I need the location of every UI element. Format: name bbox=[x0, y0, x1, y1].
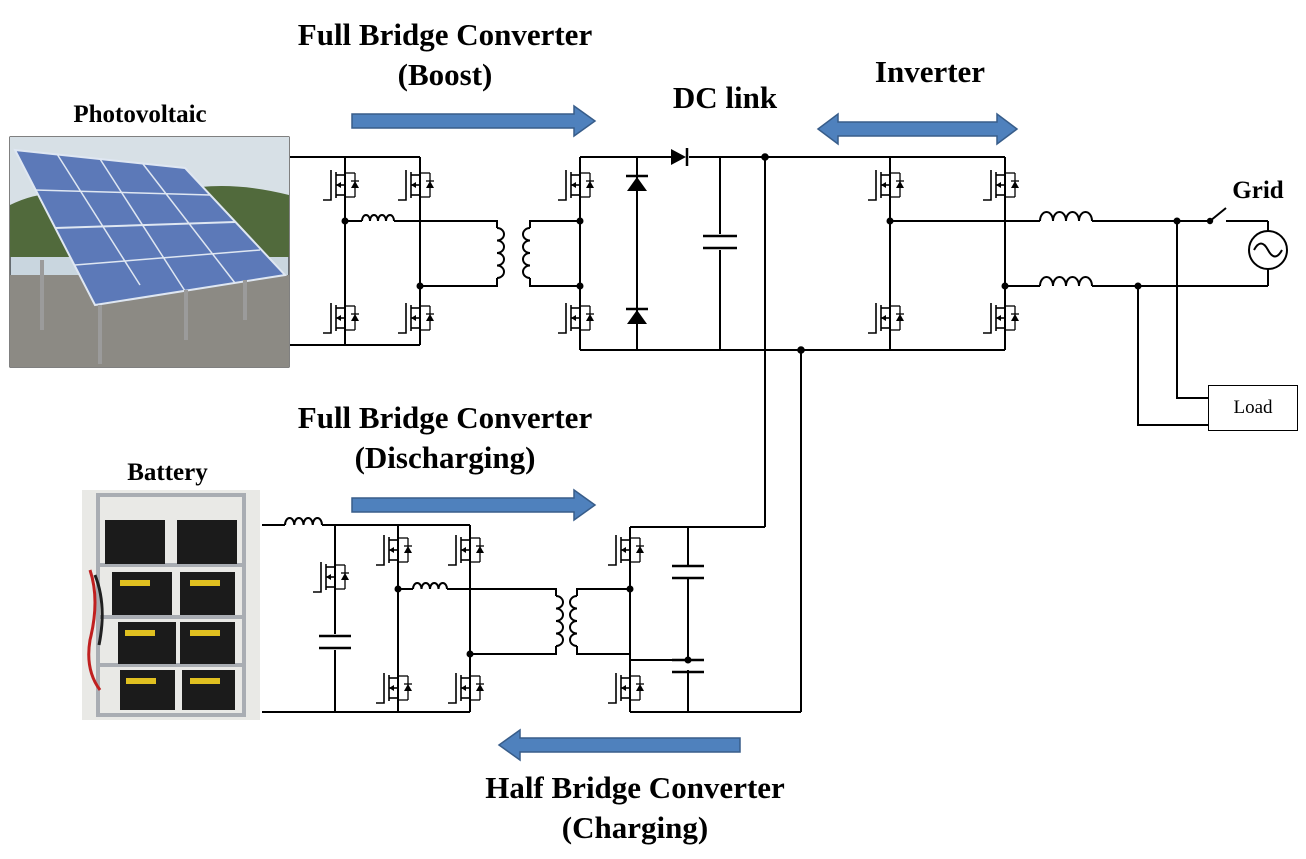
inductor-icon bbox=[284, 211, 1093, 590]
power-flow-arrows bbox=[351, 104, 1019, 762]
junction-dots bbox=[341, 153, 1181, 664]
pv-converter-label: Full Bridge Converter (Boost) bbox=[255, 15, 635, 95]
grid-label: Grid bbox=[1232, 177, 1284, 204]
diode-icon bbox=[626, 148, 689, 324]
battery-label: Battery bbox=[127, 459, 208, 486]
capacitor-icon bbox=[319, 234, 737, 674]
battery-converter-label-line2: (Discharging) bbox=[354, 440, 536, 475]
pv-converter-label-line2: (Boost) bbox=[397, 57, 493, 92]
charging-converter-label-line2: (Charging) bbox=[561, 810, 709, 845]
charging-converter-label: Half Bridge Converter (Charging) bbox=[440, 768, 830, 848]
arrow-battery-charging bbox=[497, 728, 741, 762]
photovoltaic-label: Photovoltaic bbox=[73, 101, 207, 128]
charging-converter-label-line1: Half Bridge Converter bbox=[485, 770, 785, 805]
arrow-pv-boost bbox=[351, 104, 597, 138]
inverter-label: Inverter bbox=[874, 54, 986, 89]
arrow-battery-discharging bbox=[351, 488, 597, 522]
grid-switch-icon bbox=[1206, 207, 1227, 225]
battery-converter-label: Full Bridge Converter (Discharging) bbox=[255, 398, 635, 478]
dc-link-label: DC link bbox=[672, 80, 778, 115]
arrow-inverter-bidirectional bbox=[816, 112, 1019, 146]
photovoltaic-panel-picture bbox=[9, 136, 290, 368]
ac-source-icon bbox=[1248, 230, 1288, 270]
battery-converter-label-line1: Full Bridge Converter bbox=[297, 400, 593, 435]
transformer-icon bbox=[496, 227, 578, 647]
battery-rack-picture bbox=[82, 490, 260, 720]
pv-converter-label-line1: Full Bridge Converter bbox=[297, 17, 593, 52]
load-box: Load bbox=[1208, 385, 1298, 431]
